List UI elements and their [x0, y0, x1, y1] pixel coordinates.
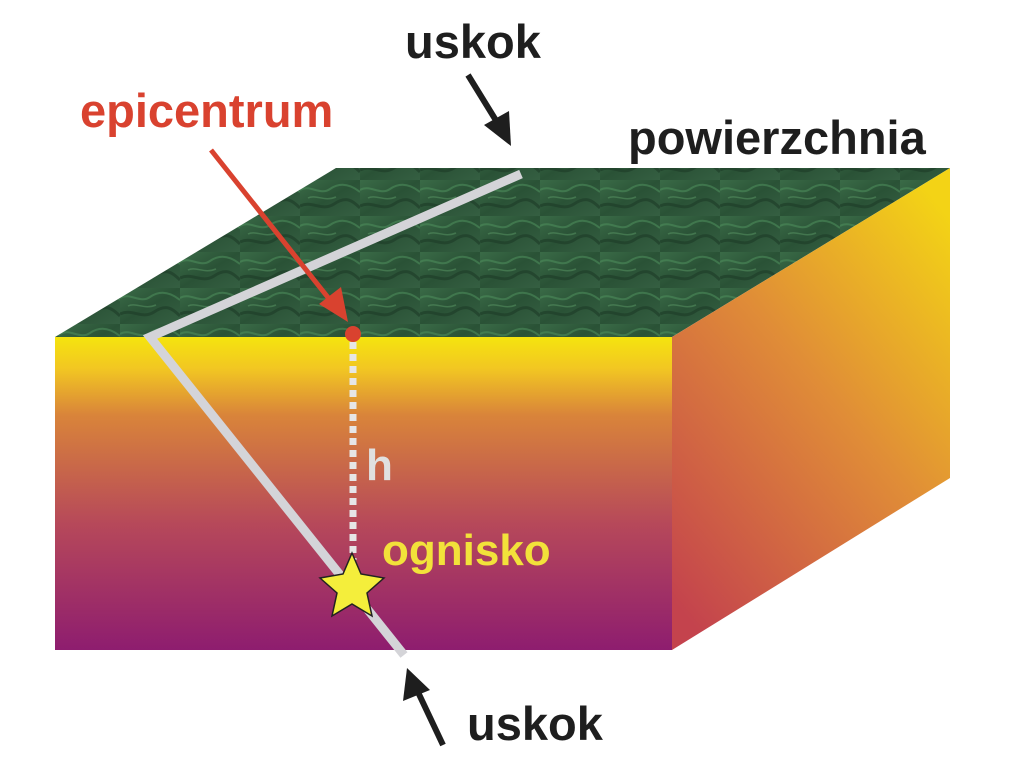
- arrow-fault-top: [465, 73, 511, 146]
- epicenter-label: epicentrum: [80, 84, 333, 137]
- arrow-fault-bottom: [403, 668, 446, 747]
- epicenter-dot: [345, 326, 361, 342]
- fault-line: [142, 169, 523, 658]
- fault-label-top: uskok: [405, 15, 542, 68]
- focus-label: ognisko: [382, 526, 551, 575]
- arrow-epicenter: [209, 148, 348, 322]
- side-face: [672, 168, 950, 650]
- fault-label-bottom: uskok: [467, 697, 604, 750]
- depth-label: h: [366, 441, 393, 490]
- surface-label: powierzchnia: [628, 111, 927, 164]
- focus-star-icon: [318, 551, 386, 618]
- surface-face: [55, 168, 950, 337]
